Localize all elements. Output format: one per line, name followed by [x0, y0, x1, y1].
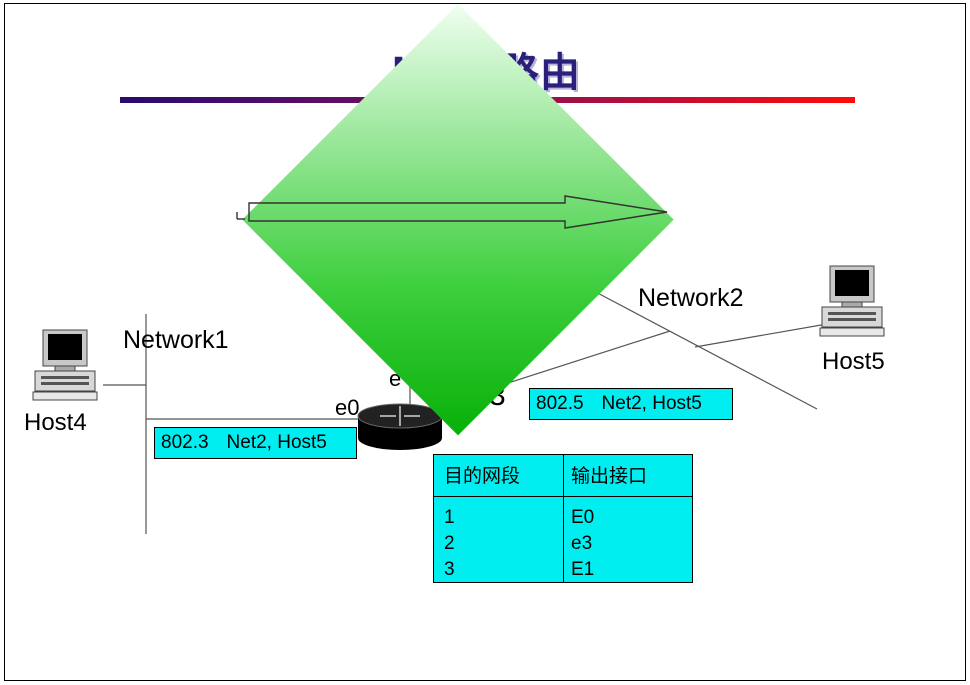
route-dest-cell: 3	[444, 559, 455, 580]
computer-icon	[32, 329, 98, 401]
route-table: 目的网段 输出接口 1 2 3 E0 e3 E1	[433, 454, 693, 583]
slide: LA N路由	[4, 3, 966, 681]
network2-link-a	[504, 330, 671, 385]
host5-label: Host5	[822, 348, 885, 375]
route-dest-cell: 1	[444, 507, 455, 528]
route-iface-cell: e3	[571, 533, 593, 554]
host5-link	[694, 323, 828, 348]
network2-label: Network2	[638, 284, 744, 312]
network1-label: Network1	[123, 326, 229, 354]
interface-e0-label: e0	[335, 395, 360, 420]
network-diagram	[32, 265, 885, 534]
frame-header-left: 802.3 Net2, Host5	[154, 427, 357, 459]
network2-link-b	[589, 288, 818, 410]
route-table-header-dest: 目的网段	[444, 465, 521, 487]
frame-left-proto: 802.3	[161, 432, 209, 453]
route-iface-cell: E0	[571, 507, 595, 528]
route-dest-cell: 2	[444, 533, 455, 554]
frame-right-proto: 802.5	[536, 393, 584, 414]
route-table-header-divider	[434, 496, 692, 497]
route-table-header-iface: 输出接口	[571, 465, 648, 487]
frame-right-addr: Net2, Host5	[601, 393, 702, 414]
frame-left-addr: Net2, Host5	[226, 432, 327, 453]
host4-label: Host4	[24, 409, 87, 436]
arrow-icon	[236, 195, 668, 229]
frame-header-right: 802.5 Net2, Host5	[529, 388, 733, 420]
route-iface-cell: E1	[571, 559, 595, 580]
computer-icon	[819, 265, 885, 337]
router-icon	[357, 403, 443, 450]
arrow-layer	[236, 195, 668, 229]
route-table-divider	[563, 455, 564, 582]
